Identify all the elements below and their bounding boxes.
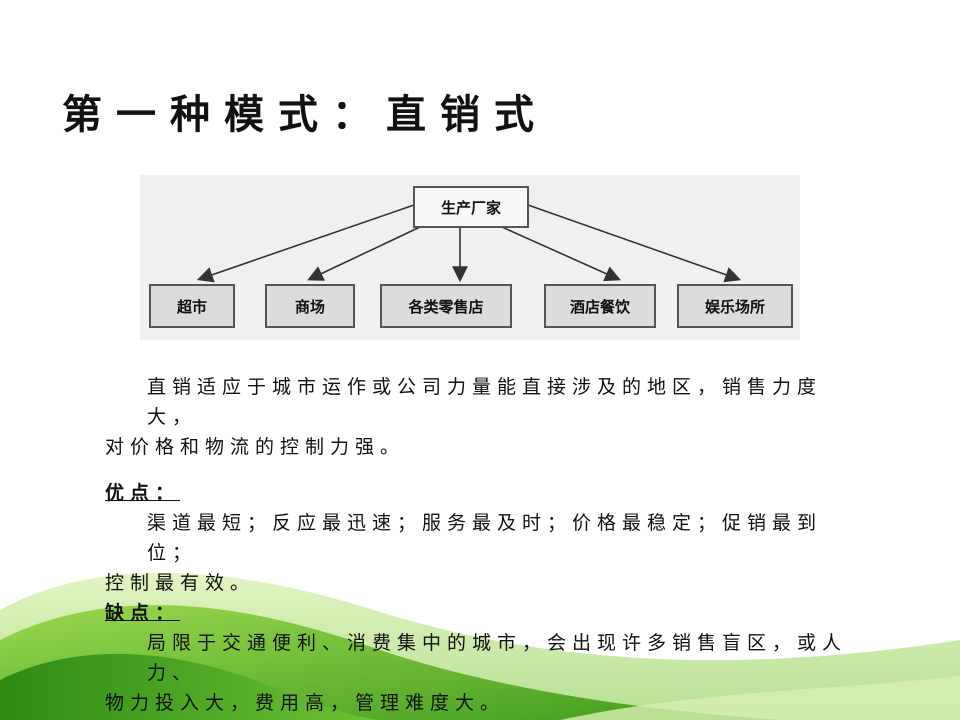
box-entertainment-label: 娱乐场所: [705, 298, 765, 316]
arrow-to-entertainment: [527, 204, 742, 283]
box-hotel-dining-label: 酒店餐饮: [570, 298, 631, 316]
box-hotel-dining: 酒店餐饮: [544, 284, 656, 328]
pros-line-1: 渠道最短；反应最迅速；服务最及时；价格最稳定；促销最到 位；: [147, 512, 848, 564]
box-entertainment: 娱乐场所: [677, 284, 793, 328]
arrow-to-supermarket: [196, 204, 415, 283]
box-manufacturer-label: 生产厂家: [441, 199, 501, 217]
cons-line-1: 局限于交通便利、消费集中的城市，会出现许多销售盲区，或人力、: [147, 632, 848, 684]
description-line-1: 直销适应于城市运作或公司力量能直接涉及的地区，销售力度大，: [147, 376, 823, 428]
distribution-diagram: 生产厂家 超市 商场 各类零售店 酒店餐饮 娱乐场所: [140, 175, 800, 340]
pros-label: 优点：: [105, 482, 181, 504]
box-mall-label: 商场: [295, 298, 325, 316]
description-line-2: 对价格和物流的控制力强。: [105, 436, 406, 458]
arrow-to-hotel: [501, 226, 621, 282]
slide-title: 第一种模式：直销式: [62, 92, 548, 138]
pros-cons-section: 优点： 渠道最短；反应最迅速；服务最及时；价格最稳定；促销最到 位； 控制最有效…: [105, 478, 865, 718]
box-retail: 各类零售店: [380, 284, 512, 328]
cons-line-2: 物力投入大，费用高，管理难度大。: [105, 692, 506, 714]
box-mall: 商场: [265, 284, 355, 328]
pros-line-2: 控制最有效。: [105, 572, 256, 594]
cons-label: 缺点：: [105, 602, 181, 624]
description-paragraph: 直销适应于城市运作或公司力量能直接涉及的地区，销售力度大， 对价格和物流的控制力…: [105, 372, 865, 462]
box-retail-label: 各类零售店: [407, 298, 483, 316]
box-supermarket-label: 超市: [176, 298, 207, 316]
arrow-to-mall: [307, 226, 421, 281]
box-manufacturer: 生产厂家: [413, 186, 529, 228]
box-supermarket: 超市: [149, 284, 235, 328]
